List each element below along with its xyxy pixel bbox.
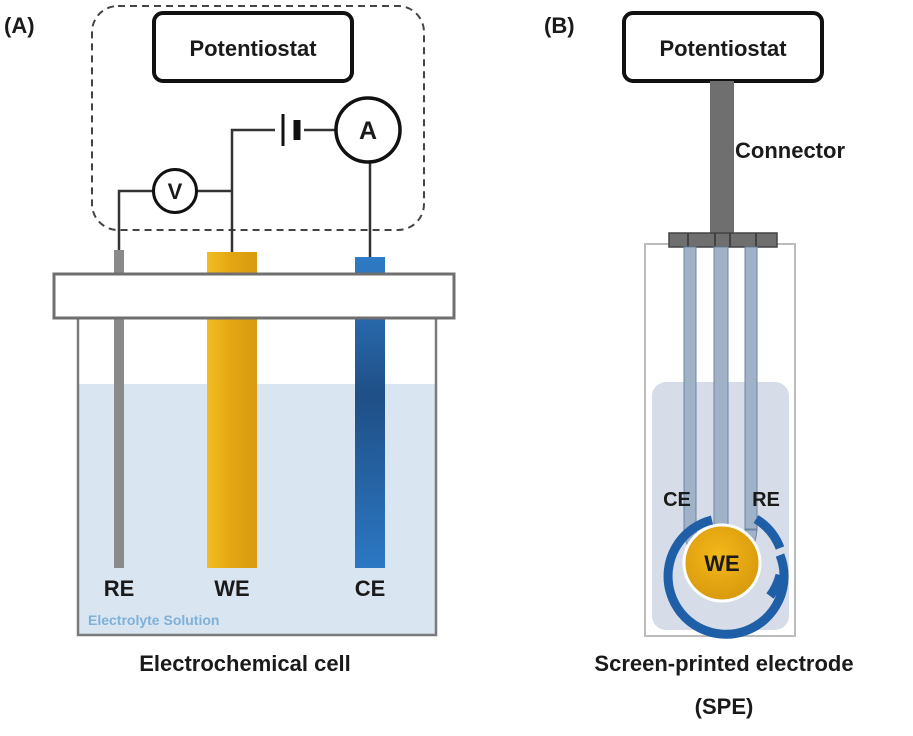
panel-a: (A) Potentiostat V A: [4, 5, 456, 676]
circuit-wiring: [117, 128, 372, 257]
spe-tracks: [683, 246, 758, 538]
re-arc: [753, 515, 785, 550]
panel-b-label: (B): [544, 13, 575, 38]
re-label-b: RE: [752, 489, 780, 511]
cell-lid: [52, 272, 456, 320]
spe-connector-plug: [668, 232, 778, 248]
ammeter-icon: [334, 96, 402, 164]
we-label-b: WE: [704, 551, 739, 576]
potentiostat-label-a: Potentiostat: [189, 36, 317, 61]
panel-a-label: (A): [4, 13, 35, 38]
potentiostat-enclosure: [91, 5, 425, 231]
spe-connector-pins: [687, 233, 757, 247]
caption-a: Electrochemical cell: [139, 651, 351, 676]
potentiostat-box-a: [152, 11, 354, 83]
reference-electrode: [114, 250, 124, 568]
ce-label-a: CE: [355, 576, 386, 601]
voltmeter-label: V: [168, 179, 183, 204]
we-label-a: WE: [214, 576, 249, 601]
caption-b-line1: Screen-printed electrode: [594, 651, 853, 676]
connector-label: Connector: [735, 138, 845, 163]
battery-icon: [281, 114, 301, 146]
cell-container: [76, 318, 438, 637]
potentiostat-label-b: Potentiostat: [659, 36, 787, 61]
re-track: [744, 246, 758, 530]
electrolyte-label: Electrolyte Solution: [88, 612, 219, 628]
ce-label-b: CE: [663, 489, 691, 511]
panel-b: (B) Potentiostat Connector: [544, 11, 854, 719]
we-disc: [682, 523, 762, 603]
connector-cable: [710, 81, 734, 233]
ammeter-label: A: [359, 117, 377, 145]
caption-b-line2: (SPE): [695, 694, 754, 719]
ce-ring: [663, 515, 789, 639]
re-arc-lower: [766, 573, 785, 599]
re-label-a: RE: [104, 576, 135, 601]
we-track: [713, 246, 729, 528]
voltmeter-icon: [152, 168, 198, 214]
